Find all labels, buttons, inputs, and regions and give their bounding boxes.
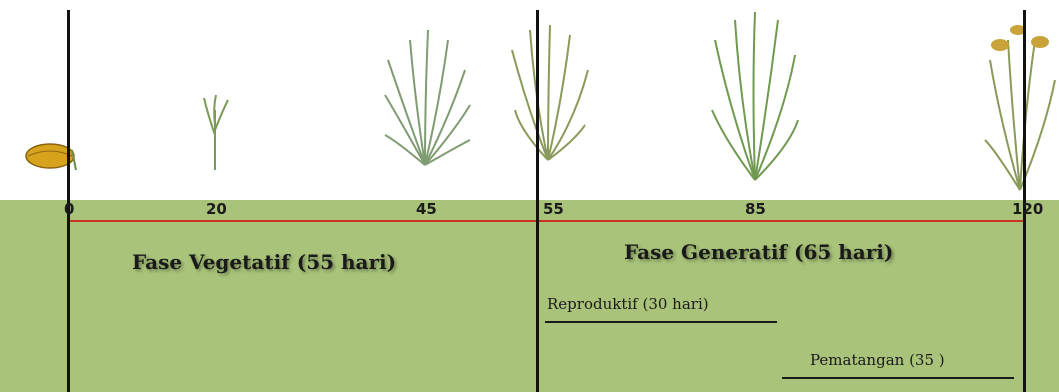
vegetative-phase-label: Fase Vegetatif (55 hari) xyxy=(132,250,396,274)
tick-label: 45 xyxy=(416,200,437,218)
tick-label: 0 xyxy=(64,200,74,218)
day-55-divider xyxy=(536,10,539,392)
tillering-plant-icon xyxy=(385,30,470,165)
reproductive-label: Reproduktif (30 hari) xyxy=(547,295,709,313)
reproductive-span xyxy=(545,321,777,323)
tick-label: 55 xyxy=(543,200,564,218)
ripening-label: Pematangan (35 ) xyxy=(810,351,945,369)
tick-label: 85 xyxy=(745,200,766,218)
generative-phase-label: Fase Generatif (65 hari) xyxy=(624,240,893,264)
timeline-axis xyxy=(68,220,1026,222)
tick-label: 20 xyxy=(206,200,227,218)
flowering-plant-icon xyxy=(712,12,798,180)
tick-label: 120 xyxy=(1012,200,1043,218)
ripening-span xyxy=(782,377,1014,379)
plant-illustrations xyxy=(0,0,1059,200)
rice-plant-icon xyxy=(512,25,588,160)
seedling-icon xyxy=(204,95,228,170)
mature-plant-icon xyxy=(985,25,1055,190)
